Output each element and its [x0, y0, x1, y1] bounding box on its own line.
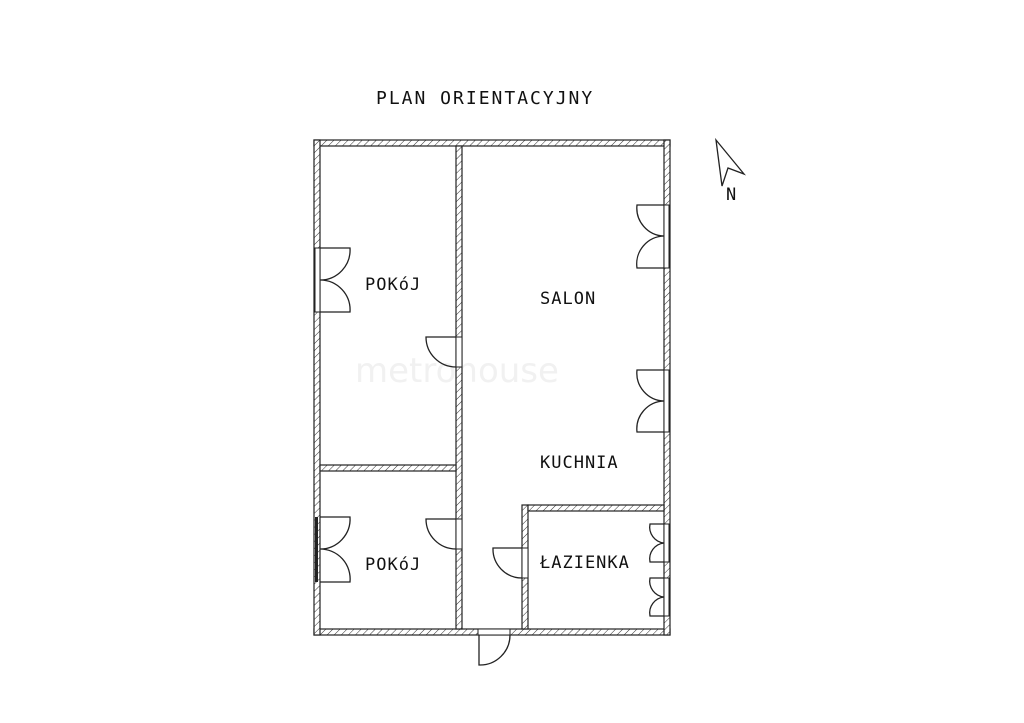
door-entrance [477, 628, 511, 666]
door-room2 [425, 518, 463, 550]
north-arrow-icon: N [715, 137, 747, 205]
room-label-salon: SALON [540, 289, 596, 309]
window-salon-lower [636, 369, 670, 433]
window-bathroom-lower [649, 577, 670, 617]
window-room1 [314, 247, 351, 313]
plan-title: PLAN ORIENTACYJNY [376, 88, 594, 109]
door-bathroom [492, 547, 529, 579]
door-room1 [425, 336, 463, 368]
room-label-lazienka: ŁAZIENKA [539, 553, 630, 573]
window-room2 [315, 516, 351, 583]
north-label: N [726, 185, 737, 205]
room-label-pokoj-1: POKóJ [365, 275, 421, 295]
window-bathroom-upper [649, 523, 670, 563]
window-salon-upper [636, 204, 670, 269]
room-label-kuchnia: KUCHNIA [540, 453, 619, 473]
room-label-pokoj-2: POKóJ [365, 555, 421, 575]
